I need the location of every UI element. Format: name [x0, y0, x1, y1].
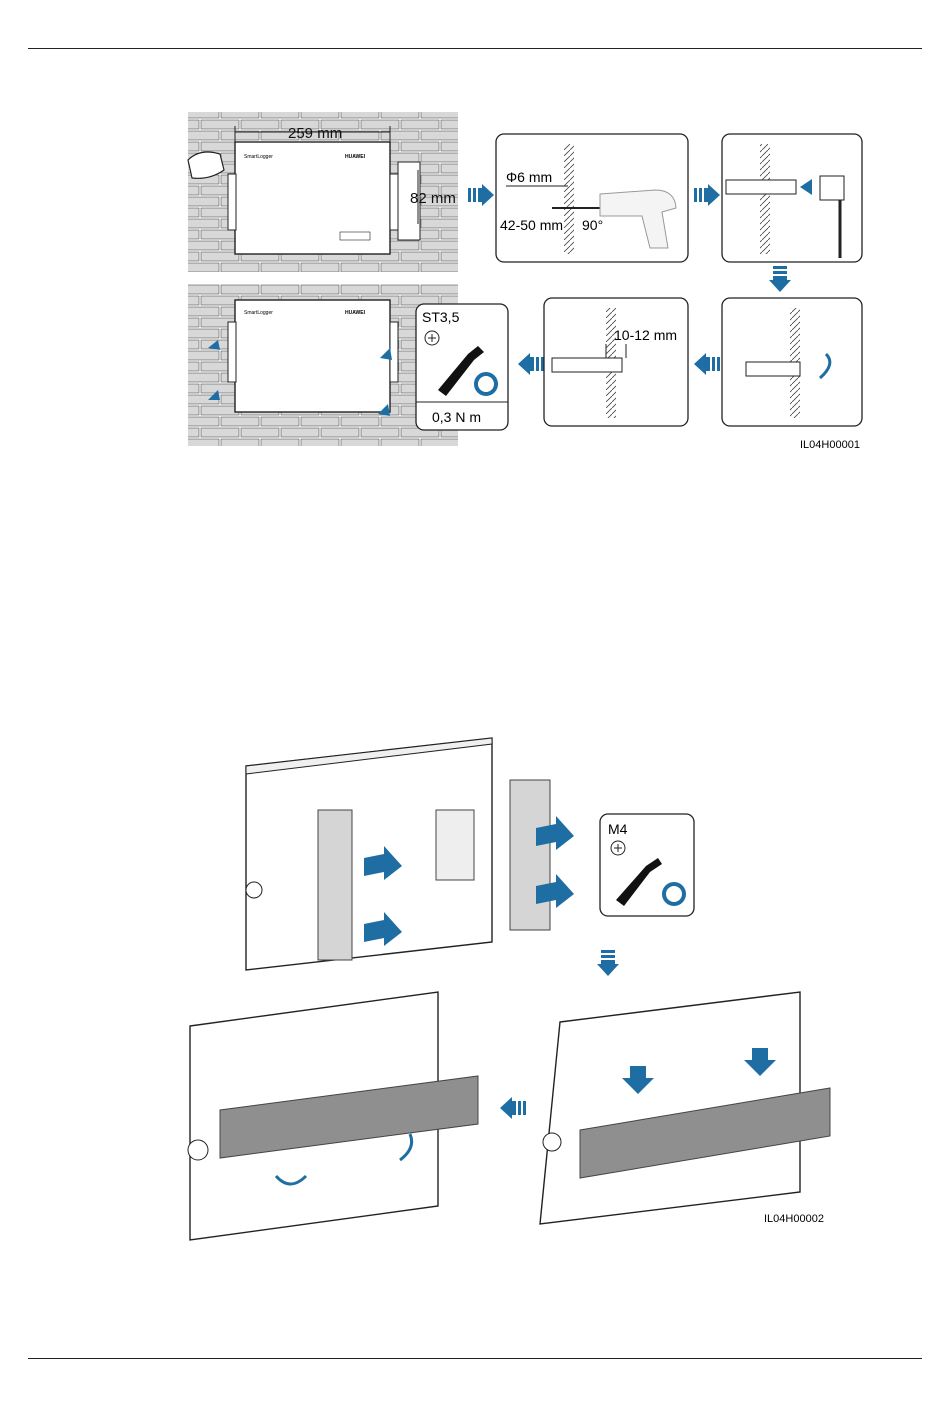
device-top: SmartLogger HUAWEI — [228, 142, 398, 254]
svg-text:HUAWEI: HUAWEI — [345, 154, 366, 160]
down-arrow — [769, 266, 791, 292]
device-attaching-rail — [540, 992, 830, 1224]
svg-text:SmartLogger: SmartLogger — [244, 310, 273, 316]
tighten-panel — [722, 298, 862, 426]
drill-panel: Φ6 mm 42-50 mm 90° — [496, 134, 688, 262]
screw-type-label: ST3,5 — [422, 309, 460, 325]
device-bottom: SmartLogger HUAWEI — [208, 300, 398, 416]
footer-rule — [28, 1358, 922, 1359]
figure-1-wall-mounting: SmartLogger HUAWEI 259 mm 82 mm Φ6 mm 42… — [180, 108, 880, 460]
m4-label: M4 — [608, 821, 628, 837]
anchor-gap-label: 10-12 mm — [614, 327, 677, 343]
din-bracket — [510, 780, 550, 930]
figure-2-code: IL04H00002 — [764, 1213, 824, 1225]
m4-screwdriver-panel: M4 — [600, 814, 694, 916]
header-rule — [28, 48, 922, 49]
drill-depth-label: 42-50 mm — [500, 217, 563, 233]
screwdriver-panel: ST3,5 0,3 N m — [416, 304, 508, 430]
torque-label: 0,3 N m — [432, 409, 481, 425]
dim-height-label: 82 mm — [410, 190, 456, 207]
figure-2-din-rail-mounting: M4 IL04H00002 — [180, 730, 840, 1250]
hammer-panel — [722, 134, 862, 262]
svg-text:SmartLogger: SmartLogger — [244, 154, 273, 160]
dim-width-label: 259 mm — [288, 125, 342, 142]
device-rail-mounted — [188, 992, 478, 1240]
drill-angle-label: 90° — [582, 217, 603, 233]
anchor-panel: 10-12 mm — [544, 298, 688, 426]
drill-diameter-label: Φ6 mm — [506, 169, 552, 185]
figure-1-code: IL04H00001 — [800, 439, 860, 451]
svg-text:HUAWEI: HUAWEI — [345, 310, 366, 316]
